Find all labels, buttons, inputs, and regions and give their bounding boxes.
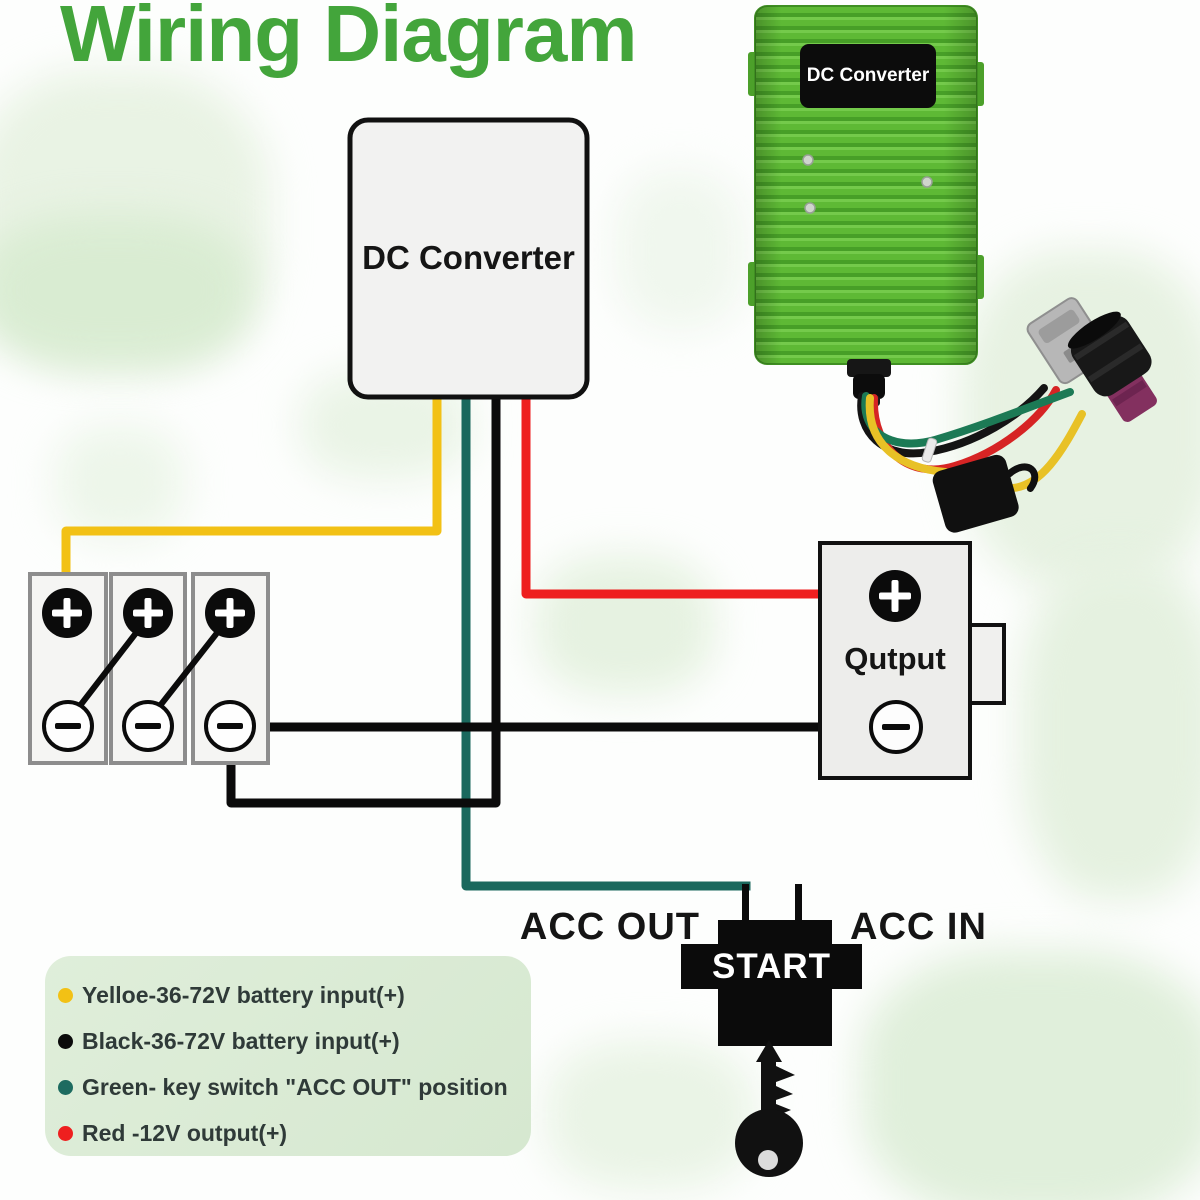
black-wire-converter — [226, 391, 501, 808]
product-label: DC Converter — [806, 65, 930, 86]
green-wire — [461, 391, 751, 891]
battery-bank — [28, 572, 270, 765]
switch-prong-acc-out — [742, 884, 749, 926]
start-switch-label: START — [711, 947, 832, 986]
converter-box-label: DC Converter — [362, 239, 575, 276]
background-blob — [615, 170, 745, 330]
acc-in-label: ACC IN — [850, 906, 987, 948]
screw-icon — [921, 176, 933, 188]
background-blob — [1020, 560, 1200, 900]
output-positive-terminal — [869, 570, 921, 622]
legend-item-black: Black-36-72V battery input(+) — [58, 1018, 531, 1064]
series-link-1 — [76, 630, 139, 710]
output-box — [818, 541, 1006, 780]
battery2-positive-terminal — [123, 588, 173, 638]
converter-box — [347, 117, 590, 400]
fuse-holder — [932, 454, 1039, 533]
screw-icon — [804, 202, 816, 214]
battery1-positive-terminal — [42, 588, 92, 638]
output-negative-terminal — [869, 700, 923, 754]
background-blob — [55, 425, 185, 540]
background-blob — [545, 1040, 755, 1190]
legend-item-yellow: Yelloe-36-72V battery input(+) — [58, 972, 531, 1018]
start-switch — [681, 884, 862, 1046]
battery2-negative-terminal — [122, 700, 174, 752]
product-photo — [748, 5, 1157, 533]
output-box-label: Qutput — [844, 641, 946, 676]
battery3-negative-terminal — [204, 700, 256, 752]
background-blob — [535, 555, 715, 695]
background-blob — [0, 215, 250, 365]
legend-item-label: Black-36-72V battery input(+) — [82, 1027, 400, 1054]
schematic-wires — [61, 391, 877, 891]
screw-icon — [802, 154, 814, 166]
battery3-positive-terminal — [205, 588, 255, 638]
switch-prong-acc-in — [795, 884, 802, 926]
green-dot-icon — [58, 1079, 73, 1095]
background-blob — [860, 950, 1200, 1200]
legend-item-green: Green- key switch "ACC OUT" position — [58, 1064, 531, 1110]
legend-item-label: Red -12V output(+) — [82, 1119, 288, 1146]
series-link-2 — [156, 630, 220, 710]
red-wire — [521, 391, 877, 599]
acc-out-label: ACC OUT — [519, 906, 700, 948]
battery1-negative-terminal — [42, 700, 94, 752]
output-tab — [964, 623, 1006, 705]
yellow-wire — [61, 391, 442, 599]
legend-item-label: Yelloe-36-72V battery input(+) — [82, 981, 405, 1008]
product-label-plate — [800, 44, 936, 108]
yellow-dot-icon — [58, 987, 73, 1003]
red-dot-icon — [58, 1125, 73, 1141]
legend-card: Yelloe-36-72V battery input(+) Black-36-… — [45, 956, 531, 1156]
black-dot-icon — [58, 1033, 73, 1049]
black-connector — [1067, 311, 1157, 422]
page-title: Wiring Diagram — [60, 0, 637, 78]
legend-item-label: Green- key switch "ACC OUT" position — [82, 1073, 508, 1100]
zip-tie — [921, 437, 938, 463]
key-icon — [735, 1040, 803, 1177]
legend-item-red: Red -12V output(+) — [58, 1110, 531, 1156]
